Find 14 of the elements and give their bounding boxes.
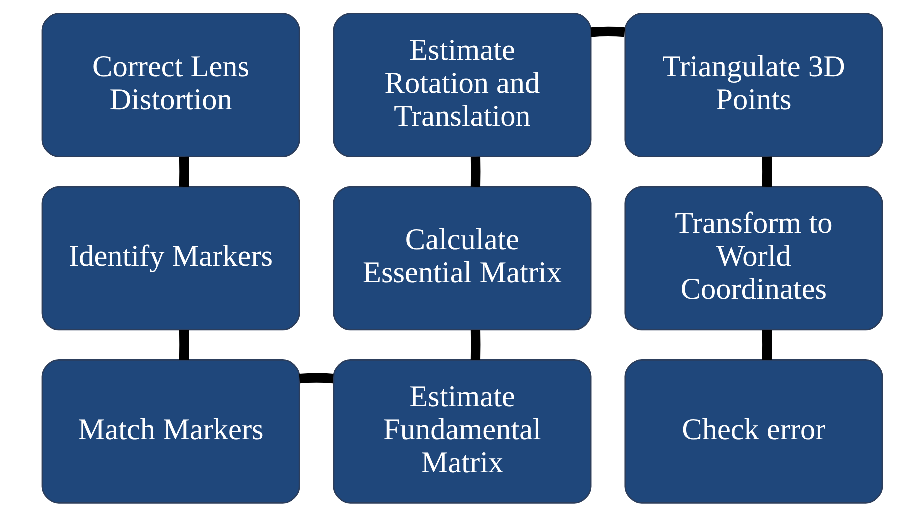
node-box: Estimate Fundamental Matrix [332,360,592,504]
node-box: Calculate Essential Matrix [332,186,592,331]
connector [298,373,334,384]
connector [178,156,189,188]
connector [590,26,625,38]
node-box: Identify Markers [41,186,300,331]
node-box: Estimate Rotation and Translation [332,13,592,158]
connector [470,156,480,188]
connector [762,156,772,188]
node-box: Triangulate 3D Points [624,13,883,158]
node-box: Match Markers [41,360,300,504]
node-box: Correct Lens Distortion [41,13,300,158]
node-box: Check error [624,360,883,504]
node-box: Transform to World Coordinates [624,186,883,331]
